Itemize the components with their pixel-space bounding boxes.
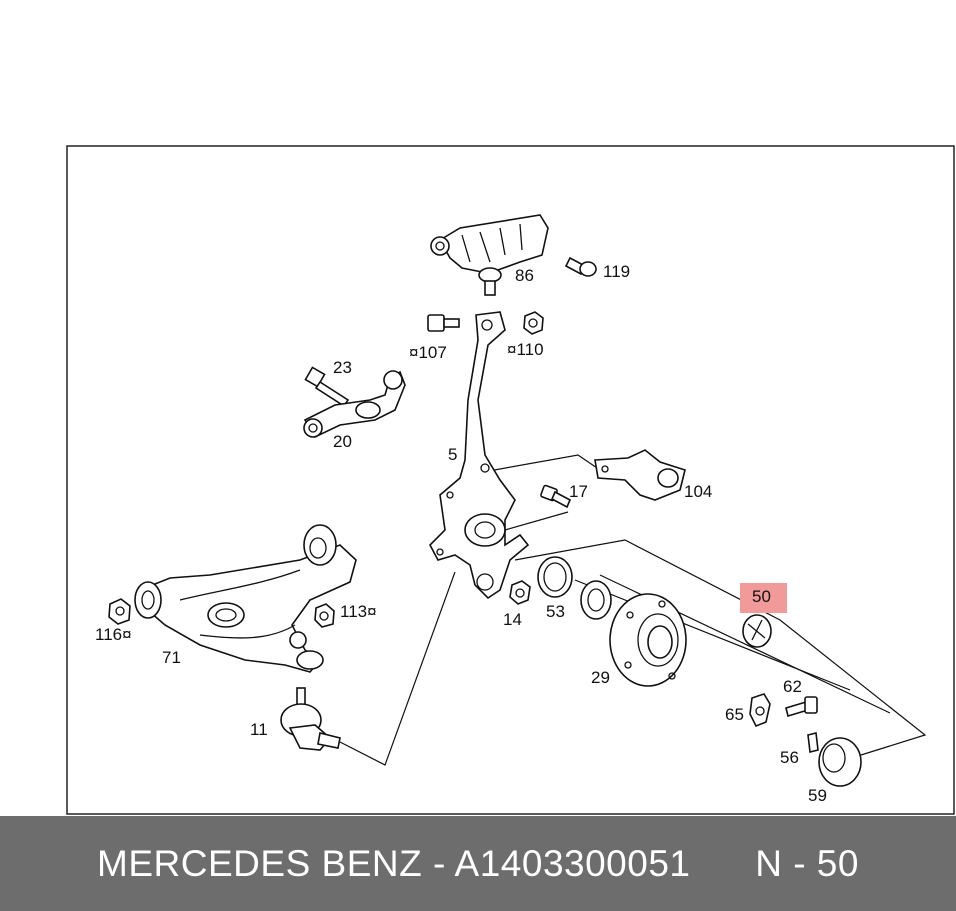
part-56-pin[interactable] xyxy=(807,732,819,753)
label-20: 20 xyxy=(333,432,352,451)
label-56: 56 xyxy=(780,748,799,767)
part-71-lower-control-arm[interactable] xyxy=(134,524,357,673)
part-20-steering-arm[interactable] xyxy=(303,370,406,439)
part-50-highlight xyxy=(740,583,787,613)
part-62-bolt[interactable] xyxy=(785,696,818,718)
label-14: 14 xyxy=(503,610,522,629)
part-14-nut[interactable] xyxy=(509,580,531,605)
part-65-clip[interactable] xyxy=(749,693,771,728)
footer-caption: MERCEDES BENZ - A1403300051 N - 50 xyxy=(97,843,859,885)
part-29-wheel-hub[interactable] xyxy=(609,593,687,687)
label-119: 119 xyxy=(603,262,630,281)
part-110-nut[interactable] xyxy=(523,311,544,335)
part-116-nut[interactable] xyxy=(108,598,131,625)
part-59-dust-cap[interactable] xyxy=(818,737,862,787)
label-107: ¤107 xyxy=(409,343,447,362)
label-11: 11 xyxy=(250,720,268,739)
brand-part-number: MERCEDES BENZ - A1403300051 xyxy=(97,842,691,884)
label-110: ¤110 xyxy=(507,340,544,359)
footer-banner: MERCEDES BENZ - A1403300051 N - 50 xyxy=(0,816,956,911)
label-116: 116¤ xyxy=(95,625,132,644)
label-104: 104 xyxy=(684,482,712,501)
part-17-bolt[interactable] xyxy=(540,484,572,509)
label-86: 86 xyxy=(515,266,534,285)
callout-labels: 86 119 ¤107 ¤110 23 20 5 17 104 50 116¤ … xyxy=(95,262,827,805)
part-53-seal[interactable] xyxy=(537,556,573,598)
diagram-position: N - 50 xyxy=(755,842,859,884)
label-53: 53 xyxy=(546,602,565,621)
part-113-nut[interactable] xyxy=(314,603,335,628)
part-119-bolt[interactable] xyxy=(564,256,597,277)
label-65: 65 xyxy=(725,705,744,724)
part-50-cover[interactable] xyxy=(742,614,772,648)
label-17: 17 xyxy=(569,482,588,501)
label-71: 71 xyxy=(162,648,181,667)
label-29: 29 xyxy=(591,668,610,687)
label-113: 113¤ xyxy=(340,602,377,621)
part-104-bracket[interactable] xyxy=(594,449,686,501)
part-86-upper-mount[interactable] xyxy=(430,214,549,296)
label-50: 50 xyxy=(752,587,771,606)
part-107-bolt[interactable] xyxy=(427,314,460,332)
label-59: 59 xyxy=(808,786,827,805)
label-5: 5 xyxy=(448,445,457,464)
part-5-steering-knuckle[interactable] xyxy=(429,311,530,600)
label-62: 62 xyxy=(783,677,802,696)
part-11-ball-joint[interactable] xyxy=(280,687,341,751)
label-23: 23 xyxy=(333,358,352,377)
wheel-bearing[interactable] xyxy=(580,580,612,620)
